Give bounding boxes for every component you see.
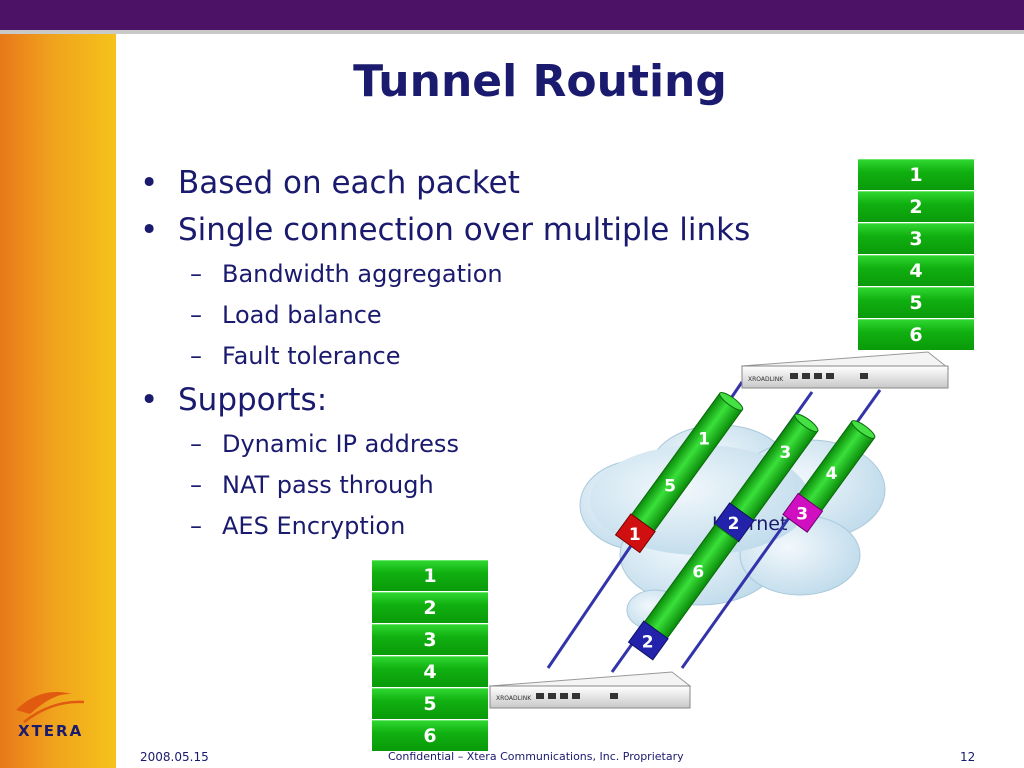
sub-bullet-item: AES Encryption: [140, 506, 750, 547]
packet-stack-bottom: 1 2 3 4 5 6: [372, 560, 488, 752]
sub-bullet-item: Bandwidth aggregation: [140, 254, 750, 295]
footer-confidential: Confidential – Xtera Communications, Inc…: [388, 750, 684, 763]
bullet-item: Single connection over multiple links: [140, 207, 750, 254]
logo-swoosh-icon: [16, 692, 72, 714]
packet-cell: 6: [858, 319, 974, 350]
footer-date: 2008.05.15: [140, 750, 209, 764]
packet-cell: 5: [858, 287, 974, 318]
bullet-list: Based on each packet Single connection o…: [140, 160, 750, 547]
sub-bullet-item: Dynamic IP address: [140, 424, 750, 465]
side-stripe: [0, 34, 116, 768]
tunnel-1: 1 5 1: [614, 392, 744, 554]
packet-cell: 6: [372, 720, 488, 751]
tunnel-label: 1: [698, 430, 710, 450]
packet-cell: 3: [372, 624, 488, 655]
device-brand: XROADLINK: [496, 695, 532, 702]
packet-cell: 2: [858, 191, 974, 222]
device-brand: XROADLINK: [748, 376, 784, 383]
footer-page-number: 12: [960, 750, 976, 764]
tunnel-label: 5: [664, 477, 676, 497]
sub-bullet-item: NAT pass through: [140, 465, 750, 506]
packet-cell: 3: [858, 223, 974, 254]
sub-bullet-item: Fault tolerance: [140, 336, 750, 377]
packet-cell: 1: [858, 159, 974, 190]
packet-stack-top: 1 2 3 4 5 6: [858, 159, 974, 351]
bullet-item: Supports:: [140, 377, 750, 424]
top-router-device: XROADLINK: [740, 351, 950, 389]
packet-cell: 5: [372, 688, 488, 719]
packet-label: 2: [728, 514, 740, 534]
bottom-router-device: XROADLINK: [488, 671, 692, 709]
packet-cell: 2: [372, 592, 488, 623]
tunnel-label: 3: [779, 443, 791, 463]
tunnel-label: 4: [826, 464, 838, 484]
packet-cell: 1: [372, 560, 488, 591]
packet-cell: 4: [858, 255, 974, 286]
top-divider: [0, 30, 1024, 34]
xtera-logo: XTERA: [10, 680, 100, 750]
sub-bullet-item: Load balance: [140, 295, 750, 336]
packet-label: 1: [629, 525, 641, 545]
packet-label: 2: [642, 632, 654, 652]
top-bar: [0, 0, 1024, 30]
packet-cell: 4: [372, 656, 488, 687]
packet-label: 3: [796, 505, 808, 525]
slide-title: Tunnel Routing: [353, 56, 727, 107]
tunnel-label: 6: [692, 563, 704, 583]
logo-text: XTERA: [18, 722, 83, 740]
bullet-item: Based on each packet: [140, 160, 750, 207]
tunnel-3: 4 3: [782, 420, 876, 533]
tunnel-2: 3 2 6 2: [627, 413, 819, 661]
